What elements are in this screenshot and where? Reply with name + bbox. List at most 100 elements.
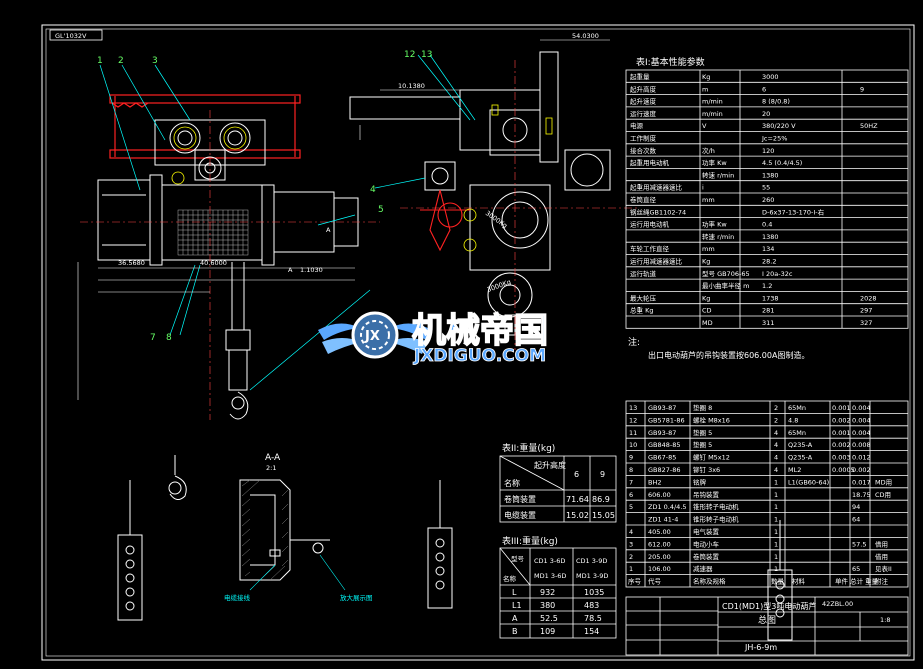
bom-row-name: 螺钉 M5x12 (693, 453, 730, 462)
table1-row-unit: i (702, 184, 704, 192)
dim-3: 1.1030 (300, 266, 323, 274)
bom-row-qty: 2 (774, 404, 778, 412)
pendant-controls (117, 455, 793, 641)
table1-row-value: D-6x37-13-170-I-右 (762, 207, 825, 216)
table1-row-value: 134 (762, 245, 774, 253)
table1-row-unit: 型号 GB706-65 (702, 269, 750, 278)
bom-row-total-wt: 0.012 (852, 454, 871, 462)
callout-8: 8 (166, 333, 172, 343)
bom-row-code: 405.00 (648, 528, 671, 536)
bom-header-cell: 名称及规格 (693, 577, 726, 586)
table-2: 表II:重量(kg) 起升高度 名称 6 9 卷筒装置 71.64 86.9 电… (499, 442, 617, 523)
rope-hook (225, 262, 251, 420)
table1-row-unit: m (702, 85, 708, 93)
bom-row-no: 11 (629, 429, 637, 437)
table1-row-value: 4.5 (0.4/4.5) (762, 159, 802, 167)
bom-row-total-wt: 0.004 (852, 404, 871, 412)
bom-row-note: 借用 (875, 539, 888, 548)
table1-row-value: 6 (762, 85, 766, 93)
table3-row-md: 154 (584, 627, 599, 636)
table2-r0-6: 71.64 (566, 495, 589, 504)
bom-row-unit-wt: 0.001 (832, 429, 851, 437)
table1-row-label: 起重用电动机 (630, 158, 670, 167)
section-note-right: 放大展示图 (340, 593, 373, 602)
table1-row-label: 总重 Kg (630, 306, 653, 315)
table1-row-value2: 9 (860, 85, 864, 93)
table1-row-value: 311 (762, 319, 774, 327)
bom-row-code: GB848-85 (648, 441, 681, 449)
bom-row-code: GB5781-86 (648, 416, 685, 424)
table1-row-value: Jc=25% (761, 135, 787, 143)
table3-row-md: 1035 (584, 588, 604, 597)
table3-row-cd: 380 (540, 601, 555, 610)
callout-5: 5 (378, 205, 384, 215)
bom-header-cell: 数量 (771, 577, 785, 586)
weight-label-1: 3000Kg (484, 209, 509, 230)
bom-row-material: ML2 (788, 466, 801, 474)
callout-2: 2 (118, 56, 124, 66)
table1-row-value: 55 (762, 184, 770, 192)
table1-row-label: 运行轨道 (630, 269, 657, 278)
table1-note-head: 注: (628, 336, 640, 348)
bom-row-name: 螺栓 M8x16 (693, 415, 730, 424)
watermark-logo-icon: JX (318, 311, 432, 359)
bom-row-total-wt: 0.004 (852, 429, 871, 437)
pendant-left (117, 480, 143, 621)
table3-row-md: 483 (584, 601, 599, 610)
bom-row-material: 4.8 (788, 416, 798, 424)
hoist-body (97, 174, 359, 266)
dimension-lines (77, 262, 355, 400)
bom-row-name: 减速器 (693, 564, 713, 573)
bom-header-cell: 附注 (875, 577, 889, 586)
table2-head-height: 起升高度 (534, 460, 566, 470)
watermark-logo-letters: JX (364, 329, 380, 344)
bom-row-code: GB93-87 (648, 404, 676, 412)
bom-row-no: 12 (629, 416, 637, 424)
table2-r1-6: 15.02 (566, 511, 589, 520)
lower-hook (168, 455, 187, 500)
bom-row-qty: 1 (774, 503, 778, 511)
table1-row-label: 运行用减速器速比 (630, 257, 683, 266)
table3-title: 表III:重量(kg) (502, 535, 558, 547)
bom-row-no: 1 (629, 565, 633, 573)
title-block-scale: 1:8 (880, 616, 890, 624)
table1-row-unit: Kg (702, 258, 710, 266)
section-aa: A-A 2:1 电缆接线 放大展示图 (224, 453, 373, 602)
table3-row-name: L1 (512, 601, 522, 610)
table1-row-value: 20 (762, 110, 770, 118)
bom-row-no: 4 (629, 528, 633, 536)
side-view (349, 39, 640, 350)
dim-A: A (288, 266, 293, 274)
table3-row-cd: 52.5 (540, 614, 558, 623)
table1-row-value: 1380 (762, 171, 779, 179)
bom-header-cell: 材料 (792, 577, 806, 586)
table1-row-value: 1380 (762, 233, 779, 241)
bom-row-note: CD用 (875, 491, 891, 499)
table1-row-unit: Kg (702, 294, 710, 302)
bom-row-unit-wt: 0.0005 (832, 466, 855, 474)
bom-row-note: 见表II (875, 564, 892, 573)
bom-row-code: GB827-86 (648, 466, 681, 474)
section-scale: 2:1 (266, 464, 276, 472)
table3-head-model: 型号 (511, 554, 525, 563)
bom-row-name: 电气装置 (693, 527, 720, 536)
bom-row-name: 卷筒装置 (693, 552, 720, 561)
bom-row-material: Q235-A (788, 454, 813, 462)
table3-head-md6: MD1 3-6D (534, 572, 566, 580)
dim-side-1: 54.0300 (572, 32, 599, 40)
title-block-code: JH-6-9m (744, 643, 777, 652)
table2-head-9: 9 (600, 470, 605, 479)
table1-row-unit: Kg (702, 73, 710, 81)
bom-row-unit-wt: 0.002 (832, 416, 851, 424)
drum-mesh (177, 209, 249, 256)
table1-row-unit: 转速 r/min (702, 170, 734, 179)
bom-row-code: GB67-85 (648, 454, 676, 462)
table1-row-unit: 次/h (702, 146, 715, 155)
bom-row-total-wt: 0.002 (852, 466, 871, 474)
section-note-left: 电缆接线 (224, 593, 251, 602)
table3-row-name: A (512, 614, 518, 623)
table1-row-value2: 297 (860, 307, 872, 315)
